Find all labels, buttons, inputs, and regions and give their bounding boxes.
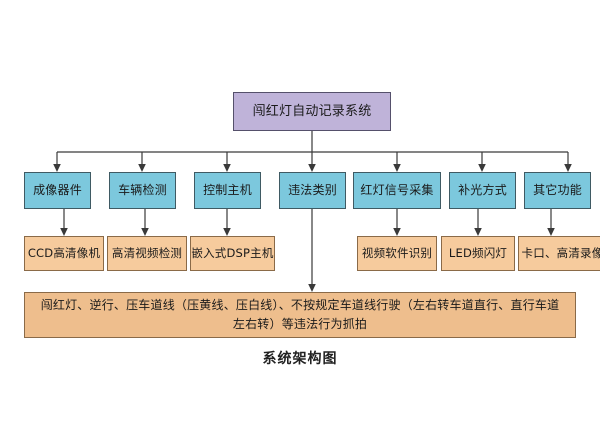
arrowhead-6 xyxy=(478,164,486,172)
arrowhead-l1-l2-2 xyxy=(141,228,149,236)
arrowhead-2 xyxy=(138,164,146,172)
node-l1-label-4: 违法类别 xyxy=(288,183,337,198)
node-l2-embedded-dsp-host[interactable]: 嵌入式DSP主机 xyxy=(190,236,275,271)
arrowhead-l1-l2-3 xyxy=(223,228,231,236)
arrowhead-7 xyxy=(564,164,572,172)
node-l1-red-light-signal[interactable]: 红灯信号采集 xyxy=(353,172,441,209)
node-l1-label-7: 其它功能 xyxy=(533,183,582,198)
arrowhead-l1-l2-1 xyxy=(60,228,68,236)
node-l2-label-3: 嵌入式DSP主机 xyxy=(191,245,274,260)
node-l1-label-2: 车辆检测 xyxy=(118,183,167,198)
node-l1-violation-category[interactable]: 违法类别 xyxy=(279,172,346,209)
node-l1-label-5: 红灯信号采集 xyxy=(360,183,434,198)
node-l2-led-strobe-light[interactable]: LED频闪灯 xyxy=(441,236,515,271)
node-l3-label: 闯红灯、逆行、压车道线（压黄线、压白线）、不按规定车道线行驶（左右转车道直行、直… xyxy=(40,298,560,331)
node-l2-video-software-recognition[interactable]: 视频软件识别 xyxy=(357,236,437,271)
node-root-system[interactable]: 闯红灯自动记录系统 xyxy=(233,92,391,131)
arrowhead-l1-l2-6 xyxy=(547,228,555,236)
node-l2-checkpoint-hd-recording[interactable]: 卡口、高清录像 xyxy=(518,236,600,271)
node-l1-label-1: 成像器件 xyxy=(33,183,82,198)
arrowhead-violation-to-bottom xyxy=(308,284,316,292)
node-l3-violation-capture-summary[interactable]: 闯红灯、逆行、压车道线（压黄线、压白线）、不按规定车道线行驶（左右转车道直行、直… xyxy=(24,292,576,338)
node-l1-imaging-device[interactable]: 成像器件 xyxy=(24,172,91,209)
node-l2-hd-video-detection[interactable]: 高清视频检测 xyxy=(107,236,187,271)
node-l2-label-4: 视频软件识别 xyxy=(361,245,433,260)
node-l1-fill-light-mode[interactable]: 补光方式 xyxy=(449,172,516,209)
node-l2-label-1: CCD高清像机 xyxy=(27,245,101,260)
node-root-label: 闯红灯自动记录系统 xyxy=(252,103,372,119)
arrowhead-l1-l2-4 xyxy=(393,228,401,236)
node-l2-label-2: 高清视频检测 xyxy=(111,245,183,260)
node-l2-label-6: 卡口、高清录像 xyxy=(521,245,600,260)
node-l1-label-6: 补光方式 xyxy=(458,183,507,198)
arrowhead-l1-l2-5 xyxy=(474,228,482,236)
node-l1-control-host[interactable]: 控制主机 xyxy=(194,172,261,209)
node-l1-other-functions[interactable]: 其它功能 xyxy=(524,172,591,209)
node-l2-ccd-hd-camera[interactable]: CCD高清像机 xyxy=(24,236,104,271)
node-l1-label-3: 控制主机 xyxy=(203,183,252,198)
node-l1-vehicle-detection[interactable]: 车辆检测 xyxy=(109,172,176,209)
arrowhead-1 xyxy=(53,164,61,172)
node-l2-label-5: LED频闪灯 xyxy=(448,245,508,260)
arrowhead-4 xyxy=(308,164,316,172)
arrowhead-3 xyxy=(223,164,231,172)
diagram-caption: 系统架构图 xyxy=(262,351,338,367)
arrowhead-5 xyxy=(393,164,401,172)
